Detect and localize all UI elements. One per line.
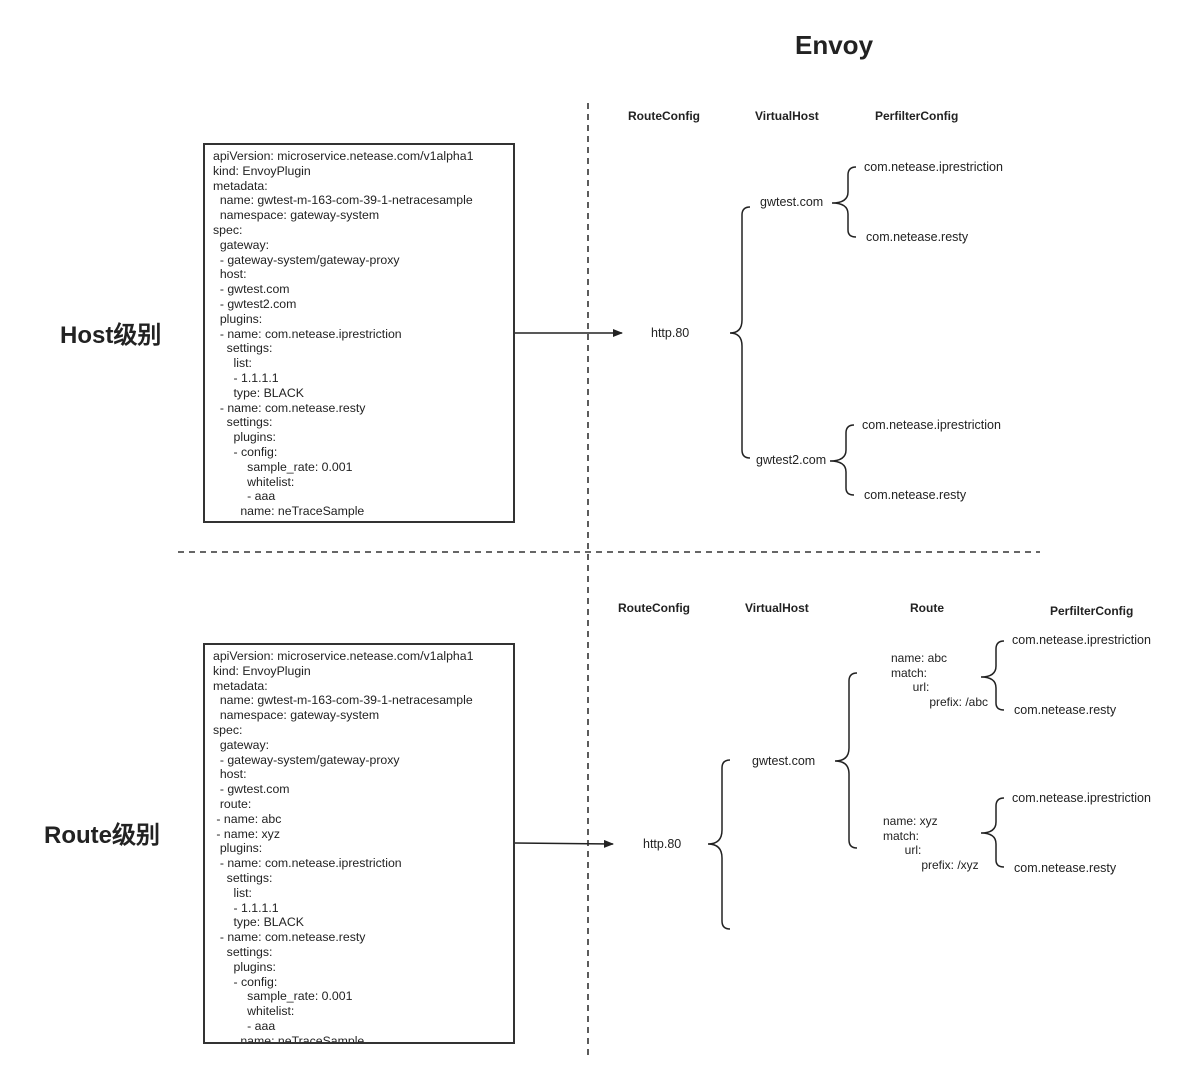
route-abc-line: url: bbox=[906, 680, 930, 695]
host-vh2-filter-resty: com.netease.resty bbox=[864, 488, 967, 502]
yaml-line: whitelist: bbox=[213, 474, 295, 489]
route-xyz-filter-iprestriction: com.netease.iprestriction bbox=[1012, 791, 1151, 805]
host-virtual-host-2: gwtest2.com bbox=[756, 453, 827, 467]
yaml-line: plugins: bbox=[213, 959, 276, 974]
yaml-line: plugins: bbox=[213, 430, 276, 445]
yaml-line: - name: abc bbox=[213, 811, 282, 826]
yaml-line: - config: bbox=[213, 974, 278, 989]
yaml-line: list: bbox=[213, 356, 252, 371]
route-abc-line: name: abc bbox=[891, 651, 948, 665]
yaml-line: - name: xyz bbox=[213, 826, 280, 841]
yaml-line: - 1.1.1.1 bbox=[213, 370, 279, 385]
route-route-config: http.80 bbox=[643, 837, 682, 851]
route-abc-line: prefix: /abc bbox=[916, 695, 989, 710]
route-vh-brace bbox=[834, 672, 858, 849]
yaml-line: metadata: bbox=[213, 178, 268, 193]
yaml-line: gateway: bbox=[213, 737, 270, 752]
route-xyz-brace bbox=[980, 797, 1005, 868]
host-vh1-filter-iprestriction: com.netease.iprestriction bbox=[864, 160, 1003, 174]
yaml-line: kind: EnvoyPlugin bbox=[213, 663, 311, 678]
route-abc-brace bbox=[980, 640, 1005, 711]
yaml-line: - aaa bbox=[213, 1018, 276, 1033]
host-level-label: Host级别 bbox=[60, 322, 162, 349]
route-xyz-filter-resty: com.netease.resty bbox=[1014, 861, 1117, 875]
yaml-line: - gateway-system/gateway-proxy bbox=[213, 752, 400, 767]
yaml-line: type: BLACK bbox=[213, 915, 304, 930]
host-virtual-host-1: gwtest.com bbox=[760, 195, 824, 209]
yaml-line: type: BLACK bbox=[213, 385, 304, 400]
yaml-line: - gwtest.com bbox=[213, 282, 290, 297]
yaml-line: name: gwtest-m-163-com-39-1-netracesampl… bbox=[213, 193, 473, 208]
yaml-line: - 1.1.1.1 bbox=[213, 900, 279, 915]
yaml-line: kind: EnvoyPlugin bbox=[213, 163, 311, 178]
host-vh2-brace bbox=[829, 424, 855, 496]
route-abc-block: name: abc match: url: prefix: /abc bbox=[891, 651, 988, 710]
route-arrow bbox=[513, 839, 614, 848]
yaml-line: name: neTraceSample bbox=[213, 504, 365, 519]
yaml-line: - name: com.netease.iprestriction bbox=[213, 856, 402, 871]
route-xyz-line: match: bbox=[883, 828, 920, 843]
yaml-line: apiVersion: microservice.netease.com/v1a… bbox=[213, 149, 474, 163]
route-header-routeconfig: RouteConfig bbox=[618, 601, 690, 615]
route-virtual-host: gwtest.com bbox=[752, 754, 816, 768]
yaml-line: list: bbox=[213, 885, 252, 900]
yaml-line: - name: com.netease.iprestriction bbox=[213, 326, 402, 341]
yaml-line: metadata: bbox=[213, 678, 268, 693]
host-vh2-filter-iprestriction: com.netease.iprestriction bbox=[862, 418, 1001, 432]
yaml-line: host: bbox=[213, 267, 247, 282]
yaml-line: - gwtest2.com bbox=[213, 296, 297, 311]
yaml-line: host: bbox=[213, 767, 247, 782]
host-header-perfilterconfig: PerfilterConfig bbox=[875, 109, 959, 123]
yaml-line: name: gwtest-m-163-com-39-1-netracesampl… bbox=[213, 693, 473, 708]
yaml-line: sample_rate: 0.001 bbox=[213, 459, 353, 474]
host-route-config: http.80 bbox=[651, 326, 690, 340]
yaml-line: plugins: bbox=[213, 841, 263, 856]
yaml-line: whitelist: bbox=[213, 1004, 295, 1019]
host-vh1-filter-resty: com.netease.resty bbox=[866, 230, 969, 244]
yaml-line: namespace: gateway-system bbox=[213, 708, 380, 723]
yaml-line: - gateway-system/gateway-proxy bbox=[213, 252, 400, 267]
yaml-line: namespace: gateway-system bbox=[213, 208, 380, 223]
yaml-line: - gwtest.com bbox=[213, 782, 290, 797]
yaml-line: settings: bbox=[213, 870, 273, 885]
host-vh1-brace bbox=[831, 166, 857, 238]
route-header-virtualhost: VirtualHost bbox=[745, 601, 809, 615]
host-routeconfig-brace bbox=[729, 206, 751, 459]
route-header-perfilterconfig: PerfilterConfig bbox=[1050, 604, 1134, 618]
yaml-line: settings: bbox=[213, 944, 273, 959]
yaml-line: gateway: bbox=[213, 237, 270, 252]
route-abc-filter-resty: com.netease.resty bbox=[1014, 703, 1117, 717]
yaml-line: apiVersion: microservice.netease.com/v1a… bbox=[213, 649, 474, 663]
route-yaml-config: apiVersion: microservice.netease.com/v1a… bbox=[203, 643, 515, 1044]
yaml-line: - config: bbox=[213, 444, 278, 459]
yaml-line: settings: bbox=[213, 341, 273, 356]
yaml-line: route: bbox=[213, 796, 252, 811]
yaml-line: sample_rate: 0.001 bbox=[213, 989, 353, 1004]
yaml-line: spec: bbox=[213, 222, 243, 237]
host-yaml-config: apiVersion: microservice.netease.com/v1a… bbox=[203, 143, 515, 523]
yaml-line: name: neTraceSample bbox=[213, 1033, 365, 1044]
yaml-line: - name: com.netease.resty bbox=[213, 400, 366, 415]
route-routeconfig-brace bbox=[707, 759, 731, 930]
yaml-line: settings: bbox=[213, 415, 273, 430]
route-abc-filter-iprestriction: com.netease.iprestriction bbox=[1012, 633, 1151, 647]
route-abc-line: match: bbox=[891, 665, 928, 680]
route-xyz-line: prefix: /xyz bbox=[908, 858, 979, 873]
route-xyz-line: name: xyz bbox=[883, 814, 938, 828]
host-header-routeconfig: RouteConfig bbox=[628, 109, 700, 123]
route-xyz-block: name: xyz match: url: prefix: /xyz bbox=[883, 814, 979, 873]
yaml-line: spec: bbox=[213, 722, 243, 737]
host-header-virtualhost: VirtualHost bbox=[755, 109, 819, 123]
yaml-line: - name: com.netease.resty bbox=[213, 930, 366, 945]
route-level-label: Route级别 bbox=[44, 822, 160, 849]
yaml-line: plugins: bbox=[213, 311, 263, 326]
route-xyz-line: url: bbox=[898, 843, 922, 858]
envoy-title: Envoy bbox=[795, 30, 874, 60]
route-header-route: Route bbox=[910, 601, 944, 615]
yaml-line: - aaa bbox=[213, 489, 276, 504]
